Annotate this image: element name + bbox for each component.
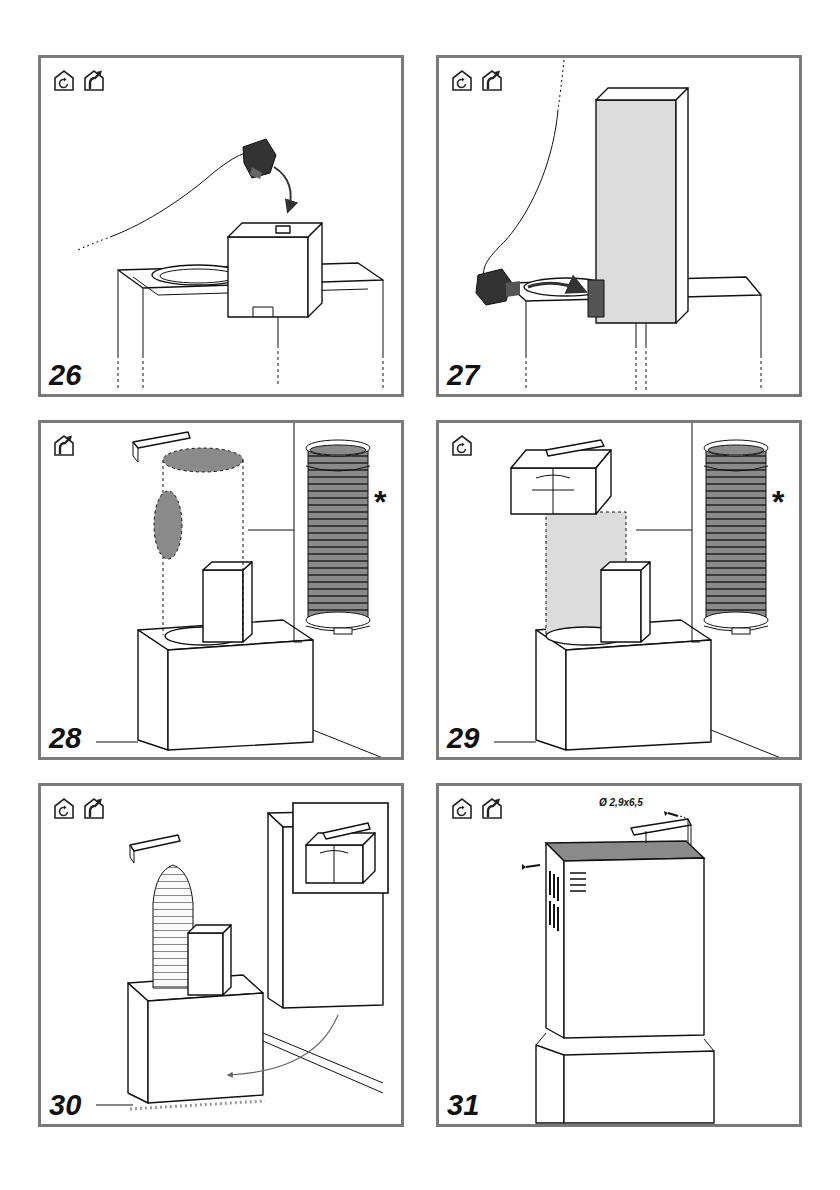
screw-size: Ø 2,9x6,5 bbox=[599, 798, 643, 808]
step-number: 31 bbox=[447, 1091, 479, 1120]
step-panel: 26 bbox=[38, 55, 404, 397]
step-panel: 27 bbox=[436, 55, 802, 397]
step-panel: 30 bbox=[38, 783, 404, 1127]
optional-marker: * bbox=[772, 486, 784, 518]
step-number: 29 bbox=[447, 724, 479, 753]
step-number: 30 bbox=[49, 1091, 81, 1120]
step-number: 27 bbox=[447, 361, 479, 390]
step-panel: 29 bbox=[436, 420, 802, 760]
step-number: 26 bbox=[49, 361, 81, 390]
step-panel: 31 bbox=[436, 783, 802, 1127]
step-panel: 28 bbox=[38, 420, 404, 760]
optional-marker: * bbox=[374, 486, 386, 518]
step-number: 28 bbox=[49, 724, 81, 753]
